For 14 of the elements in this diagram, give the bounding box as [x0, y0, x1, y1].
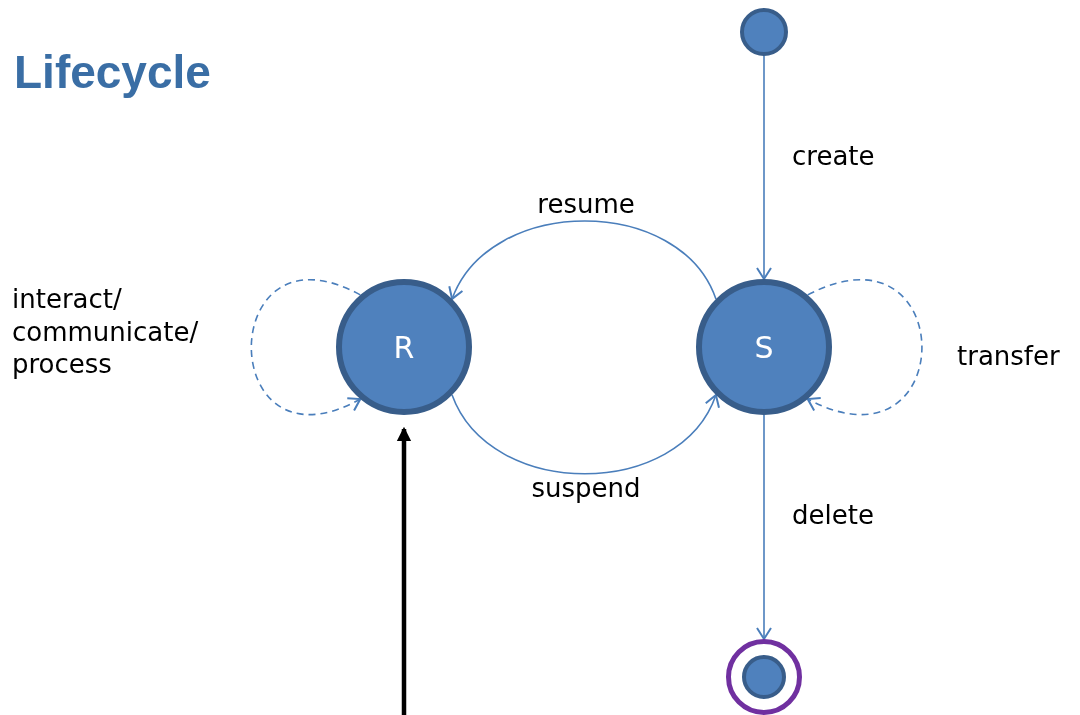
arrow	[756, 55, 772, 280]
edge-label: resume	[536, 188, 636, 221]
state-name: R	[393, 329, 415, 365]
edge-label: interact/ communicate/ process	[12, 283, 200, 381]
arrow	[397, 428, 411, 715]
title: Lifecycle	[14, 45, 211, 99]
start-circle	[740, 8, 788, 56]
arrow	[756, 414, 772, 640]
arrow	[450, 220, 717, 300]
edge-label: suspend	[530, 472, 642, 505]
arrow	[451, 394, 719, 475]
state-name: S	[754, 329, 774, 365]
self-loop-arrow	[250, 279, 362, 415]
self-loop-arrow	[806, 279, 923, 415]
